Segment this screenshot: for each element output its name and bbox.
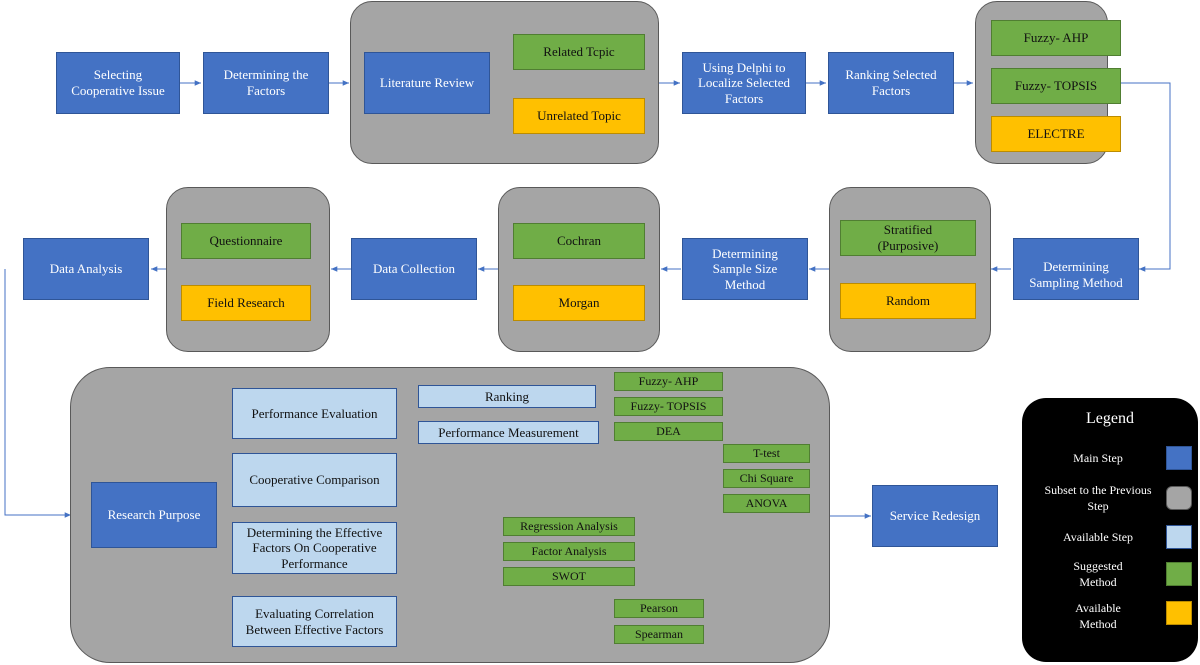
sample-size-methods-group [498, 187, 660, 352]
spearman-method: Spearman [614, 625, 704, 644]
fuzzy-ahp-method: Fuzzy- AHP [991, 20, 1121, 56]
determining-factors-step: Determining the Factors [203, 52, 329, 114]
legend-swatch-available-method [1166, 601, 1192, 625]
chi-square-method: Chi Square [723, 469, 810, 488]
arrow-mcdm-to-sampling [1108, 82, 1171, 272]
determining-sampling-method-step: Determining Sampling Method [1013, 238, 1139, 300]
legend-swatch-subset [1166, 486, 1192, 510]
performance-measurement-step: Performance Measurement [418, 421, 599, 444]
legend-label-subset: Subset to the Previous Step [1044, 483, 1152, 514]
factor-analysis-method: Factor Analysis [503, 542, 635, 561]
electre-method: ELECTRE [991, 116, 1121, 152]
cooperative-comparison-step: Cooperative Comparison [232, 453, 397, 507]
literature-review-step: Literature Review [364, 52, 490, 114]
data-collection-methods-group [166, 187, 330, 352]
legend-swatch-suggested [1166, 562, 1192, 586]
ranking-selected-factors-step: Ranking Selected Factors [828, 52, 954, 114]
stratified-purposive-method: Stratified (Purposive) [840, 220, 976, 256]
regression-analysis-method: Regression Analysis [503, 517, 635, 536]
anova-method: ANOVA [723, 494, 810, 513]
effective-factors-step: Determining the Effective Factors On Coo… [232, 522, 397, 574]
dea-method: DEA [614, 422, 723, 441]
performance-evaluation-step: Performance Evaluation [232, 388, 397, 439]
evaluating-correlation-step: Evaluating Correlation Between Effective… [232, 596, 397, 647]
legend-label-available-step: Available Step [1062, 530, 1134, 544]
questionnaire-method: Questionnaire [181, 223, 311, 259]
delphi-step: Using Delphi to Localize Selected Factor… [682, 52, 806, 114]
legend-label-available-method: Available Method [1075, 601, 1121, 632]
ranking-step: Ranking [418, 385, 596, 408]
sampling-methods-group [829, 187, 991, 352]
cochran-method: Cochran [513, 223, 645, 259]
related-topic-method: Related Tcpic [513, 34, 645, 70]
unrelated-topic-method: Unrelated Topic [513, 98, 645, 134]
pearson-method: Pearson [614, 599, 704, 618]
service-redesign-step: Service Redesign [872, 485, 998, 547]
data-analysis-step: Data Analysis [23, 238, 149, 300]
legend-label-main-step: Main Step [1073, 451, 1123, 465]
selecting-cooperative-issue-step: Selecting Cooperative Issue [56, 52, 180, 114]
field-research-method: Field Research [181, 285, 311, 321]
legend-label-suggested: Suggested Method [1073, 559, 1123, 590]
legend-swatch-available-step [1166, 525, 1192, 549]
arrow-analysis-to-purpose [4, 269, 71, 518]
research-purpose-step: Research Purpose [91, 482, 217, 548]
data-collection-step: Data Collection [351, 238, 477, 300]
legend-swatch-main-step [1166, 446, 1192, 470]
determining-sample-size-step: Determining Sample Size Method [682, 238, 808, 300]
fuzzy-ahp-method-2: Fuzzy- AHP [614, 372, 723, 391]
fuzzy-topsis-method-2: Fuzzy- TOPSIS [614, 397, 723, 416]
fuzzy-topsis-method: Fuzzy- TOPSIS [991, 68, 1121, 104]
random-method: Random [840, 283, 976, 319]
legend-title: Legend [1086, 410, 1134, 427]
morgan-method: Morgan [513, 285, 645, 321]
t-test-method: T-test [723, 444, 810, 463]
swot-method: SWOT [503, 567, 635, 586]
